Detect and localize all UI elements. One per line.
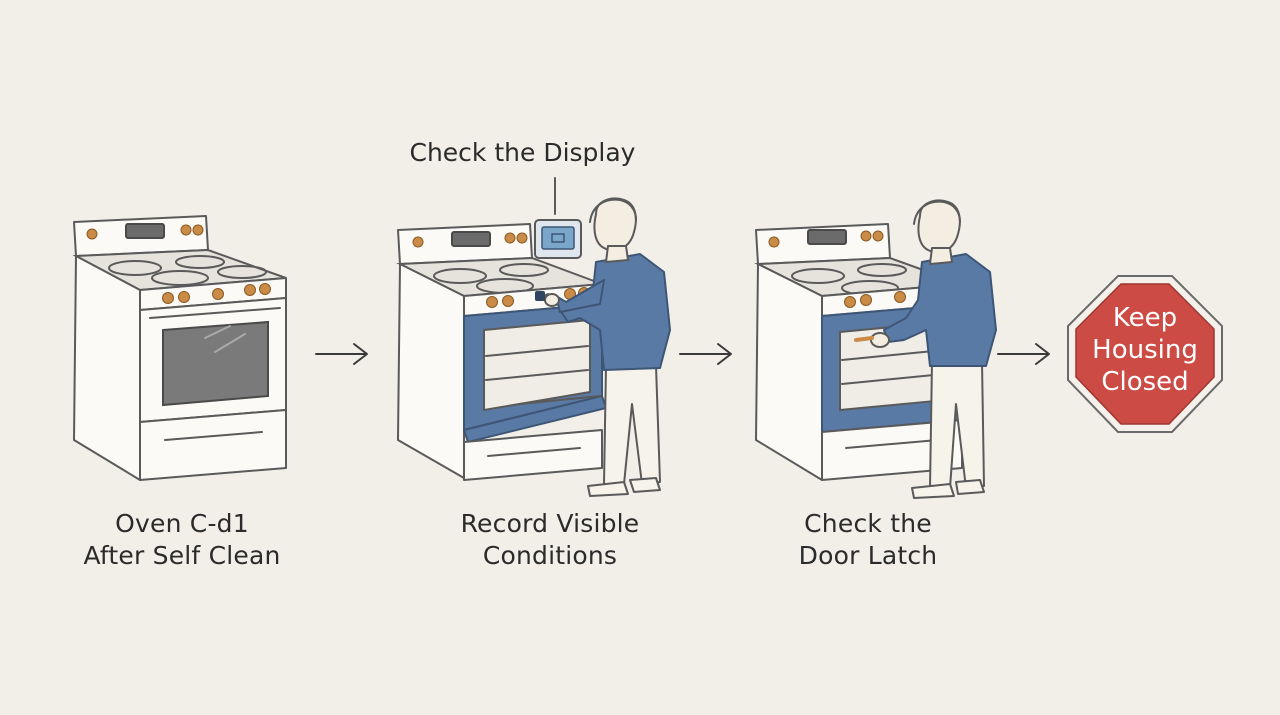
stop-sign-icon xyxy=(1067,275,1223,433)
oven-icon xyxy=(754,223,963,481)
step-2-line1: Record Visible xyxy=(460,509,640,538)
step-3-line1: Check the xyxy=(804,509,932,538)
step-3-line2: Door Latch xyxy=(798,541,938,570)
callout-check-display: Check the Display xyxy=(409,138,636,167)
person-icon xyxy=(854,199,997,499)
stop-sign-line1: Keep xyxy=(1112,303,1178,333)
stop-sign-text: Keep Housing Closed xyxy=(1070,302,1220,398)
arrow-right-icon xyxy=(997,343,1050,365)
arrow-right-icon xyxy=(679,343,732,365)
step-1-line2: After Self Clean xyxy=(83,541,281,570)
stop-sign-line3: Closed xyxy=(1101,367,1189,397)
arrow-right-icon xyxy=(315,343,368,365)
oven-icon xyxy=(72,215,287,481)
step-1-line1: Oven C-d1 xyxy=(115,509,249,538)
step-2-label: Record Visible Conditions xyxy=(430,508,670,572)
step-3-label: Check the Door Latch xyxy=(748,508,988,572)
step-2-line2: Conditions xyxy=(482,541,618,570)
control-display-icon xyxy=(534,219,582,259)
stop-sign-line2: Housing xyxy=(1092,335,1198,365)
oven-icon xyxy=(396,223,607,481)
person-icon xyxy=(535,197,671,497)
step-1-label: Oven C-d1 After Self Clean xyxy=(62,508,302,572)
